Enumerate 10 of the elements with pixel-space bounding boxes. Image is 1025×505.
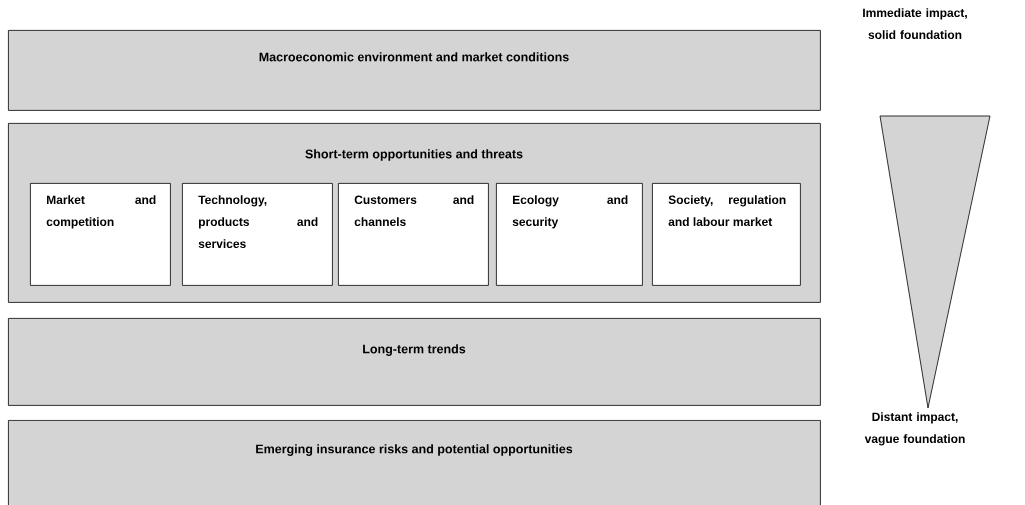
category-box: Market and competition xyxy=(30,183,171,286)
scale-label: Immediate impact, solid foundation xyxy=(863,8,967,39)
funnel-triangle xyxy=(879,115,991,409)
layer-band: Macroeconomic environment and market conditions xyxy=(8,30,821,111)
category-box: Technology, products and services xyxy=(182,183,333,286)
category-box: Ecology and security xyxy=(496,183,643,286)
layer-band: Emerging insurance risks and potential opportunities xyxy=(8,420,821,505)
category-box: Customers and channels xyxy=(338,183,489,286)
layer-band: Long-term trends xyxy=(8,318,821,406)
category-box: Society, regulation and labour market xyxy=(652,183,801,286)
